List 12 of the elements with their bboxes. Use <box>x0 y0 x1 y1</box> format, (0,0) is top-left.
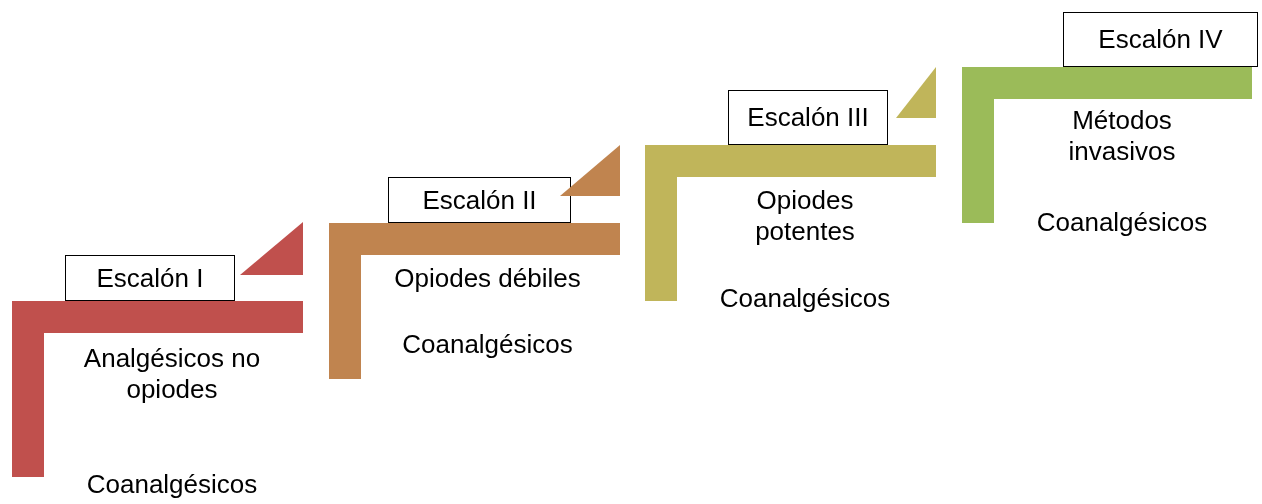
step-text: Opiodes débiles <box>393 263 582 295</box>
step-title: Escalón IV <box>1063 12 1258 67</box>
step-text: Coanalgésicos <box>1035 207 1209 239</box>
step-title: Escalón I <box>65 255 235 301</box>
step-text: Coanalgésicos <box>718 283 892 315</box>
step-text: Coanalgésicos <box>85 469 259 501</box>
step-title: Escalón III <box>728 90 888 145</box>
step-text: Coanalgésicos <box>401 329 574 361</box>
step-text: Opiodes potentes <box>754 185 856 248</box>
step-text: Analgésicos no opiodes <box>82 343 262 406</box>
step-title: Escalón II <box>388 177 571 223</box>
step-text: Métodos invasivos <box>1067 105 1177 168</box>
